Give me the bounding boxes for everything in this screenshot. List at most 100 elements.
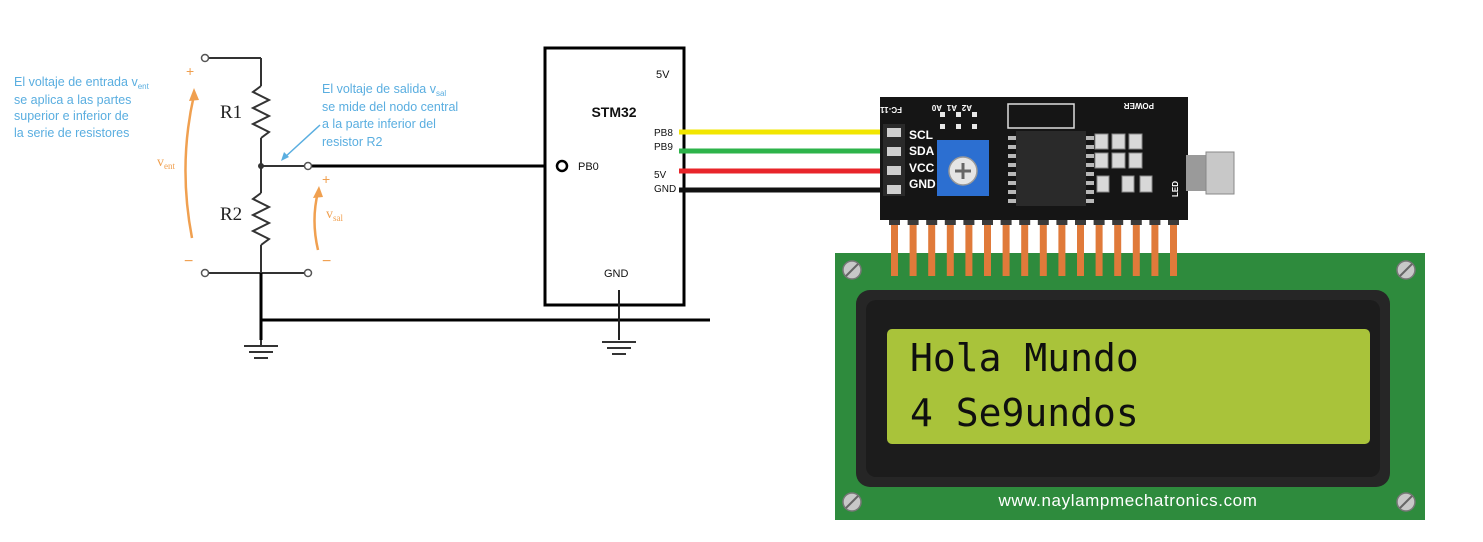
lcd-footer-url: www.naylampmechatronics.com (997, 491, 1257, 510)
header-pin (965, 222, 973, 276)
i2c-header-pin (887, 147, 901, 156)
lcd-line-2: 4 Se9undos (910, 391, 1139, 435)
stm32-pin-pb8: PB8 (654, 128, 673, 139)
vent-arrow-head (189, 88, 199, 101)
input-note-line-3: superior e inferior de (14, 109, 129, 123)
header-pin-base (1075, 218, 1086, 225)
header-pin-base (907, 218, 919, 225)
i2c-header-pin (887, 128, 901, 137)
center-node-dot (258, 163, 264, 169)
output-note-pointer-head (281, 152, 289, 161)
vsal-minus-sign: − (322, 253, 331, 270)
header-pin (984, 222, 991, 276)
led-jumper-icon[interactable] (1205, 151, 1235, 195)
vsal-arrow (313, 191, 320, 251)
i2c-pin-sda: SDA (909, 144, 935, 158)
vent-minus-sign: − (184, 253, 193, 270)
i2c-silk-a1: A1 (946, 103, 957, 112)
stm32-pin-gnd-bottom: GND (604, 268, 629, 280)
header-pin-base (926, 218, 938, 225)
i2c-silk-power: POWER (1124, 101, 1154, 110)
vent-plus-sign: + (186, 63, 194, 79)
input-note-line-2: se aplica a las partes (14, 93, 131, 107)
header-pin-base (963, 218, 975, 225)
vsal-plus-sign: + (322, 171, 330, 187)
header-pin-base (1112, 218, 1124, 225)
header-pin (1077, 222, 1084, 276)
vsal-label: vsal (326, 207, 343, 223)
header-pin (909, 222, 917, 276)
i2c-header-block (883, 124, 905, 196)
i2c-chip (1016, 131, 1086, 206)
header-pin-base (944, 218, 956, 225)
i2c-pin-scl: SCL (909, 128, 933, 142)
stm32-pin-pb9: PB9 (654, 142, 673, 153)
stm32-pin-5v: 5V (654, 170, 667, 181)
i2c-pin-gnd: GND (909, 177, 936, 191)
output-note-line-4: resistor R2 (322, 135, 382, 149)
ground-symbol-left (244, 345, 278, 359)
r2-resistor (250, 192, 272, 246)
input-note-line-4: la serie de resistores (14, 126, 129, 140)
header-pin (1114, 222, 1122, 276)
output-note-pointer (283, 124, 321, 159)
stm32-pin-pb0: PB0 (578, 161, 599, 173)
header-pin-base (1000, 218, 1012, 225)
header-pin (1058, 222, 1066, 276)
stm32-pin-5v-top: 5V (656, 69, 670, 81)
header-pin (891, 222, 898, 276)
header-pin (1132, 222, 1140, 276)
header-pin (1151, 222, 1159, 276)
lcd-line-1: Hola Mundo (910, 336, 1139, 380)
ground-symbol-right (602, 341, 636, 355)
header-pin (1170, 222, 1177, 276)
header-pin (1095, 222, 1103, 276)
terminal-in-bottom (200, 268, 210, 278)
r2-label: R2 (220, 204, 242, 225)
output-note-line-1: El voltaje de salida vsal (322, 82, 446, 98)
vsal-arrow-head (313, 186, 323, 198)
header-pin-base (1093, 218, 1105, 225)
header-pin-base (1149, 218, 1161, 225)
header-pin (928, 222, 936, 276)
i2c-silk-led: LED (1171, 181, 1180, 197)
vent-arrow (184, 94, 196, 239)
header-pin (1002, 222, 1010, 276)
r1-resistor (250, 85, 272, 139)
i2c-silk-model: FC-113 (875, 105, 902, 114)
i2c-silk-outline (1007, 103, 1075, 129)
vent-label: vent (157, 155, 175, 171)
terminal-in-top (200, 53, 210, 63)
header-pin (1039, 222, 1047, 276)
i2c-header-pin (887, 166, 901, 175)
stm32-box (543, 46, 686, 307)
header-pin-base (1130, 218, 1142, 225)
r1-label: R1 (220, 102, 242, 123)
output-note-line-3: a la parte inferior del (322, 117, 436, 131)
pb0-pin-terminal (555, 159, 569, 173)
header-pin (946, 222, 954, 276)
header-pin-base (982, 218, 993, 225)
header-pin-base (1168, 218, 1179, 225)
i2c-header-pin (887, 185, 901, 194)
header-pin-base (889, 218, 900, 225)
terminal-out-top (303, 161, 313, 171)
led-jumper-header (1186, 155, 1208, 191)
terminal-out-bottom (303, 268, 313, 278)
i2c-silk-a2: A2 (961, 103, 972, 112)
header-pin-base (1037, 218, 1049, 225)
output-note-line-2: se mide del nodo central (322, 100, 458, 114)
header-pin-base (1019, 218, 1031, 225)
lcd-screws (842, 260, 1416, 512)
i2c-pin-vcc: VCC (909, 161, 935, 175)
stm32-title: STM32 (591, 104, 636, 120)
header-pin-base (1056, 218, 1068, 225)
header-pin (1021, 222, 1029, 276)
stm32-pin-gnd-right: GND (654, 184, 676, 195)
lcd-screen (887, 329, 1370, 444)
i2c-silk-a0: A0 (931, 103, 942, 112)
header-pins (889, 218, 1179, 276)
input-note-line-1: El voltaje de entrada vent (14, 75, 150, 91)
